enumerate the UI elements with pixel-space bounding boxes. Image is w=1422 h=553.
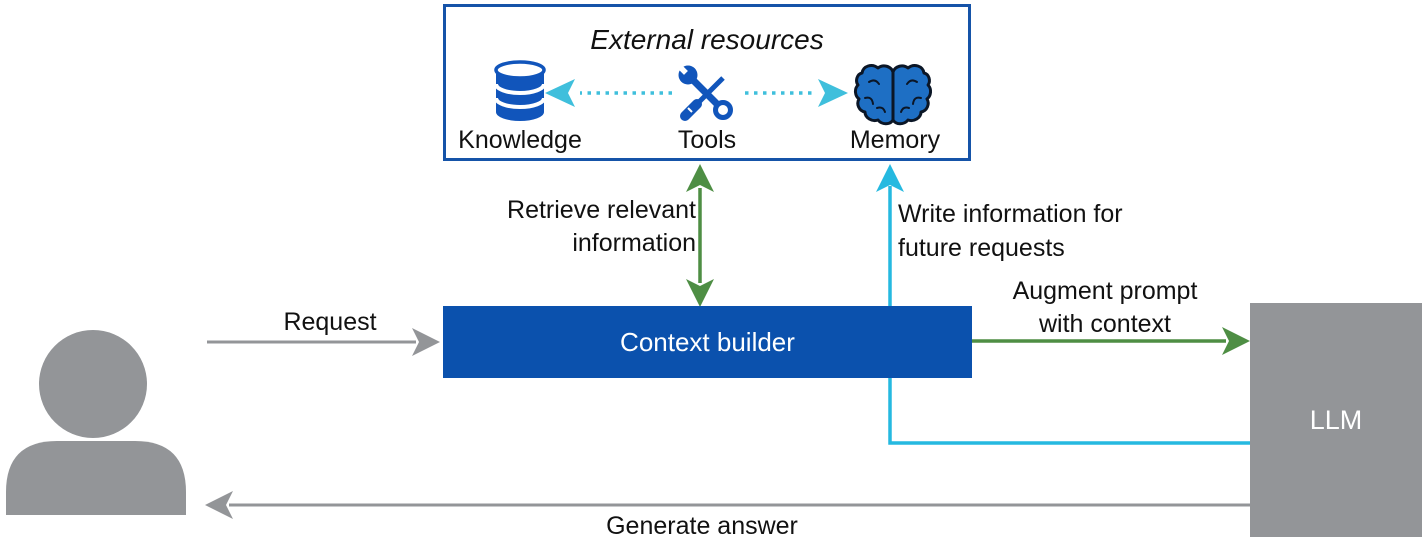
request-arrow bbox=[207, 328, 440, 356]
tools-icon bbox=[674, 61, 733, 121]
knowledge-label: Knowledge bbox=[458, 126, 582, 154]
retrieve-arrow bbox=[686, 164, 714, 307]
tools-to-memory-arrow bbox=[745, 79, 848, 107]
write-memory-arrow bbox=[876, 164, 1250, 445]
tools-to-knowledge-arrow bbox=[545, 79, 672, 107]
external-resources-title: External resources bbox=[590, 24, 824, 55]
memory-label: Memory bbox=[849, 126, 941, 154]
user-icon bbox=[6, 330, 186, 515]
llm-box: LLM bbox=[1250, 303, 1422, 537]
request-label: Request bbox=[283, 308, 377, 336]
augment-arrow bbox=[972, 327, 1250, 355]
augment-label: Augment prompt with context bbox=[1012, 277, 1198, 338]
generate-label: Generate answer bbox=[606, 512, 798, 540]
tools-label: Tools bbox=[677, 126, 737, 154]
write-label: Write information for future requests bbox=[898, 200, 1123, 262]
context-builder-box: Context builder bbox=[443, 306, 972, 378]
retrieve-label: Retrieve relevant information bbox=[507, 196, 696, 257]
database-icon bbox=[494, 60, 546, 121]
generate-answer-arrow bbox=[205, 491, 1250, 519]
brain-icon bbox=[854, 64, 932, 126]
